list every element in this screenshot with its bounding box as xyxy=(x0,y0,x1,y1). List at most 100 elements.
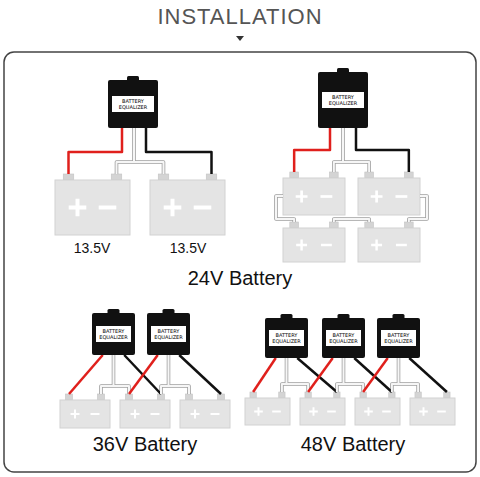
wire-outline xyxy=(161,386,189,394)
link-wire xyxy=(334,219,369,222)
plus-symbol xyxy=(164,199,182,217)
minus-symbol xyxy=(382,411,391,413)
black-wire xyxy=(124,355,161,394)
battery-terminal xyxy=(365,222,374,228)
battery xyxy=(300,392,345,425)
minus-symbol xyxy=(211,413,220,415)
wire-outline xyxy=(342,358,346,384)
battery-terminal xyxy=(66,394,73,400)
black-wire xyxy=(409,358,447,392)
caption-label: 36V Battery xyxy=(93,433,198,456)
battery-body xyxy=(358,228,420,262)
wire-outline xyxy=(285,358,289,384)
link-wire xyxy=(337,384,363,392)
battery-terminal xyxy=(158,174,169,180)
battery xyxy=(355,392,400,425)
battery-body xyxy=(150,180,225,235)
red-wire xyxy=(363,358,388,392)
batteries xyxy=(55,172,455,428)
link-wire xyxy=(276,196,294,222)
equalizer-label: BATTERY EQUALIZER xyxy=(269,330,304,347)
wire-outline xyxy=(101,386,129,394)
wire-outline xyxy=(282,384,308,392)
minus-symbol xyxy=(321,244,332,246)
battery xyxy=(150,174,225,235)
link-wire xyxy=(168,355,170,386)
red-wire xyxy=(69,128,123,174)
battery-terminal xyxy=(305,392,311,398)
battery-terminal xyxy=(63,174,74,180)
wire-outline xyxy=(334,162,369,172)
equalizer-box: BATTERY EQUALIZER xyxy=(322,318,365,358)
battery xyxy=(120,394,170,428)
battery-terminal xyxy=(290,172,299,178)
wire-outline xyxy=(167,355,171,386)
wire-outline xyxy=(117,162,164,174)
red-wire xyxy=(253,358,276,392)
equalizer-label: BATTERY EQUALIZER xyxy=(96,326,131,343)
link-wire xyxy=(343,358,345,384)
caption-label: 48V Battery xyxy=(301,433,406,456)
battery-terminal xyxy=(250,392,256,398)
link-wire xyxy=(133,128,135,162)
pointer-triangle xyxy=(236,36,244,41)
minus-symbol xyxy=(437,411,446,413)
link-wire xyxy=(334,162,369,172)
link-wire xyxy=(392,384,418,392)
battery-terminal xyxy=(98,394,105,400)
battery-body xyxy=(355,398,400,425)
red-wire xyxy=(294,128,330,172)
battery-body xyxy=(410,398,455,425)
battery xyxy=(60,394,110,428)
battery xyxy=(55,174,130,235)
wire-outline xyxy=(397,358,401,384)
minus-symbol xyxy=(396,244,407,246)
equalizer-box: BATTERY EQUALIZER xyxy=(377,318,420,358)
link-wire xyxy=(113,355,115,386)
battery-terminal xyxy=(158,394,165,400)
equalizer-box: BATTERY EQUALIZER xyxy=(92,313,135,355)
link-wire xyxy=(161,386,189,394)
battery xyxy=(283,172,345,215)
red-wire xyxy=(129,355,158,394)
battery xyxy=(358,172,420,215)
wires xyxy=(69,128,447,394)
wire-outline xyxy=(337,384,363,392)
title: INSTALLATION xyxy=(157,4,322,29)
voltage-label: 13.5V xyxy=(74,240,111,256)
battery-terminal xyxy=(405,172,414,178)
battery-body xyxy=(358,178,420,215)
equalizer-label: BATTERY EQUALIZER xyxy=(322,92,364,109)
battery-body xyxy=(283,228,345,262)
plus-symbol xyxy=(371,191,383,203)
battery-body xyxy=(180,400,230,428)
plus-symbol xyxy=(419,407,428,416)
wire-outline xyxy=(334,219,369,222)
minus-symbol xyxy=(272,411,281,413)
plus-symbol xyxy=(131,410,140,419)
battery-terminal xyxy=(365,172,374,178)
battery-terminal xyxy=(279,392,285,398)
minus-symbol xyxy=(99,206,117,210)
battery-terminal xyxy=(218,394,225,400)
link-wire xyxy=(398,358,400,384)
wire-outline xyxy=(409,196,427,222)
equalizer-box: BATTERY EQUALIZER xyxy=(108,80,158,128)
battery-terminal xyxy=(111,174,122,180)
link-wire xyxy=(409,196,427,222)
battery-terminal xyxy=(444,392,450,398)
battery xyxy=(410,392,455,425)
plus-symbol xyxy=(69,199,87,217)
battery-terminal xyxy=(126,394,133,400)
plus-symbol xyxy=(296,240,307,251)
black-wire xyxy=(356,128,409,172)
battery-terminal xyxy=(360,392,366,398)
red-wire xyxy=(308,358,333,392)
battery-terminal xyxy=(415,392,421,398)
plus-symbol xyxy=(371,240,382,251)
battery-terminal xyxy=(389,392,395,398)
minus-symbol xyxy=(194,206,212,210)
plus-symbol xyxy=(296,191,308,203)
